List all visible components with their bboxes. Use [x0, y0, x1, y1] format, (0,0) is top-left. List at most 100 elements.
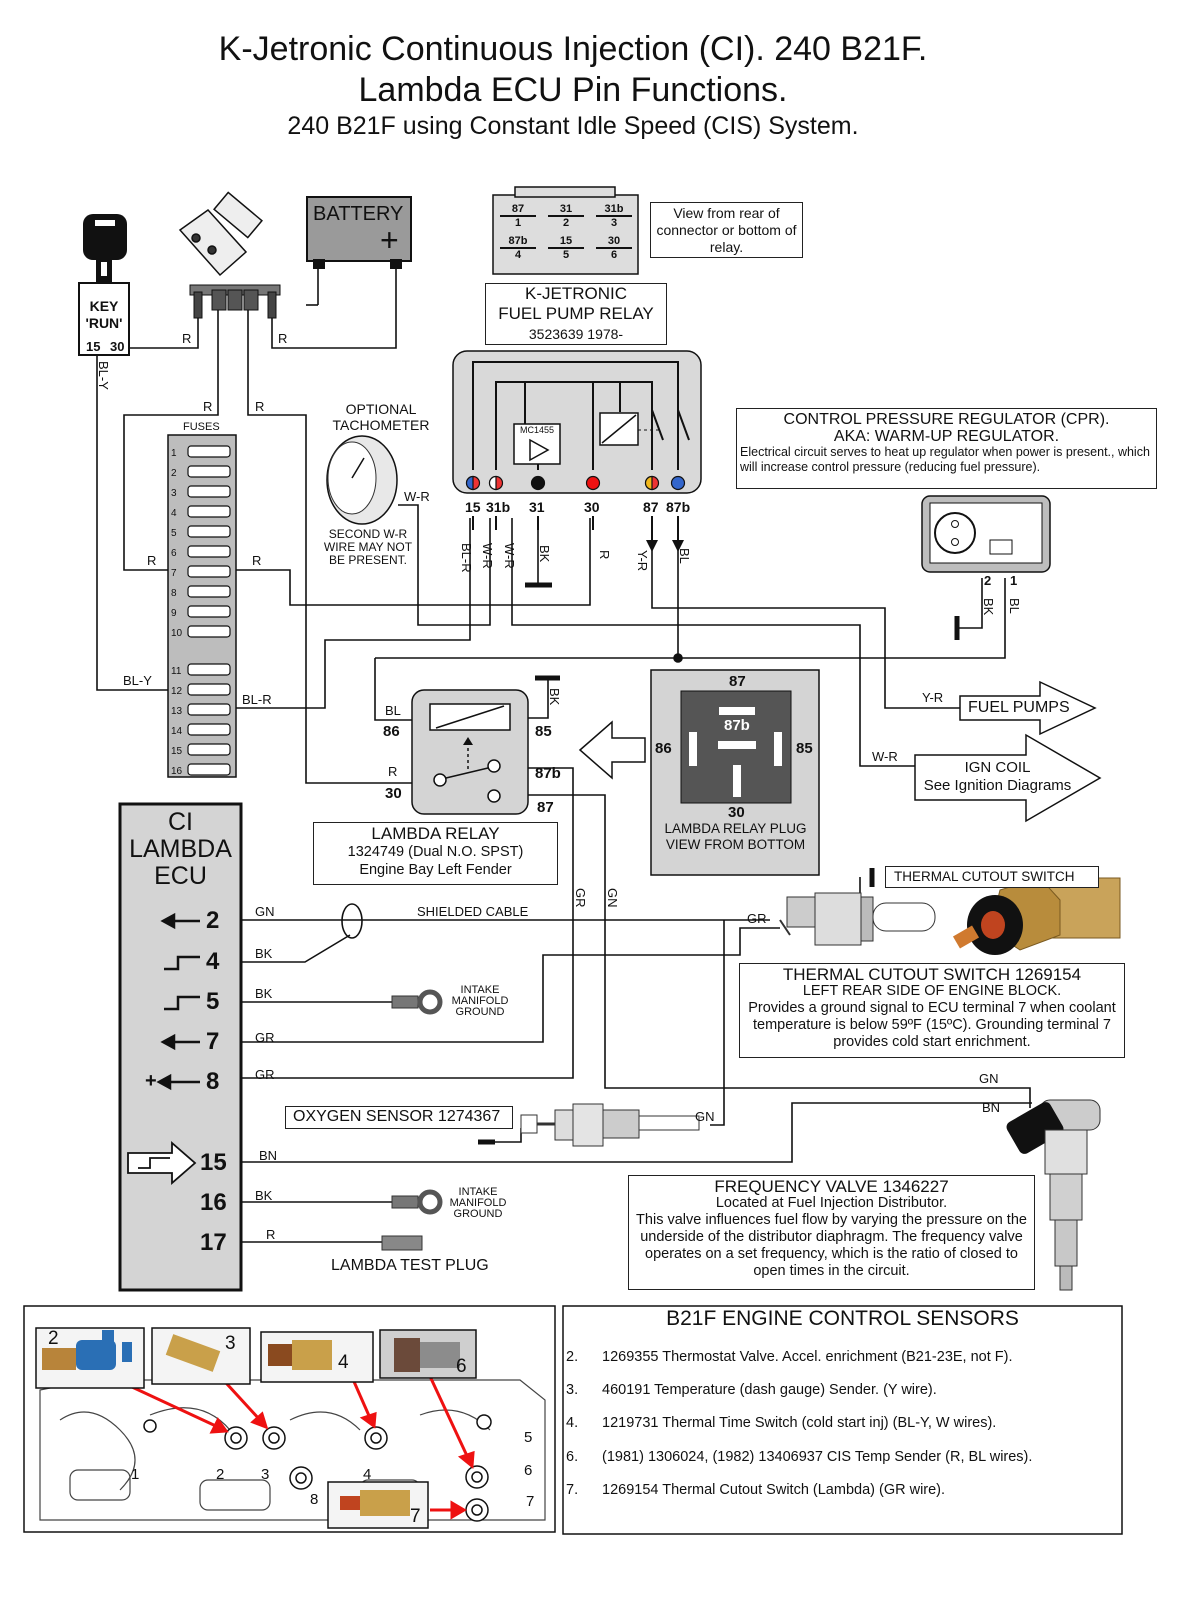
engine-location-1: 1 [131, 1466, 140, 1483]
battery-icon [306, 196, 412, 269]
ground-lug-icon [391, 989, 443, 1215]
sensor-photo-7 [327, 1481, 429, 1529]
oxygen-sensor-label: OXYGEN SENSOR 1274367 [285, 1106, 513, 1129]
oxygen-sensor-icon [520, 1103, 700, 1147]
photo-label-3: 3 [225, 1333, 236, 1354]
wire-label-w-r: W-R [872, 749, 898, 764]
wire-label-r: R [182, 331, 192, 346]
fuse-number: 4 [171, 508, 177, 519]
cpr-pin-2: 2 [984, 573, 992, 588]
wire-label-w-r: W-R [480, 543, 495, 569]
ecu-title: CI LAMBDA ECU [120, 809, 241, 890]
ecu-pin-2: 2 [206, 907, 220, 934]
wire-label-bk: BK [537, 545, 552, 563]
wire-label-gn: GN [605, 888, 620, 908]
fpr-terminal-31: 31 [529, 499, 545, 515]
wire-label-r: R [252, 553, 262, 568]
cpr-desc: Electrical circuit serves to heat up reg… [740, 445, 1150, 474]
fpr-line2: FUEL PUMP RELAY [498, 304, 654, 323]
fpr-terminal-15: 15 [465, 499, 481, 515]
sensor-text: 460191 Temperature (dash gauge) Sender. … [602, 1382, 937, 1398]
fuse-number: 5 [171, 528, 177, 539]
key-label: KEY 'RUN' [79, 298, 129, 332]
sensor-photo-2 [35, 1327, 145, 1389]
lambda-test-plug-label: LAMBDA TEST PLUG [331, 1257, 489, 1274]
engine-location-4: 4 [363, 1466, 372, 1483]
wire-label-y-r: Y-R [635, 550, 650, 572]
lambda-relay-loc: Engine Bay Left Fender [359, 862, 512, 878]
wire-label-bl-y: BL-Y [96, 361, 111, 390]
sensor-text: 1219731 Thermal Time Switch (cold start … [602, 1415, 997, 1431]
wire-label-gn: GN [979, 1071, 999, 1086]
chip-label: MC1455 [520, 425, 555, 435]
photo-label-6: 6 [456, 1356, 467, 1377]
thermal-switch-label: THERMAL CUTOUT SWITCH 1269154 LEFT REAR … [739, 963, 1125, 1058]
thermal-switch-photo [952, 877, 1121, 955]
sensor-num: 6. [566, 1449, 579, 1465]
wire-label-bl-r: BL-R [242, 692, 272, 707]
frequency-valve-label: FREQUENCY VALVE 1346227 Located at Fuel … [628, 1175, 1035, 1290]
fuse-number: 3 [171, 488, 177, 499]
key-terminal-15: 15 [86, 339, 101, 354]
plug-pin-87: 87 [729, 673, 746, 690]
page-subtitle: Lambda ECU Pin Functions. [358, 71, 788, 109]
fpr-terminal-31b: 31b [486, 499, 511, 515]
wire-label-w-r: W-R [404, 489, 430, 504]
engine-location-8: 8 [310, 1491, 319, 1508]
wire-label-bl: BL [677, 548, 692, 564]
fuse-number: 14 [171, 726, 183, 737]
ecu-title-3: ECU [154, 862, 207, 890]
ground-l2: MANIFOLD [451, 995, 509, 1007]
ecu-pin-7: 7 [206, 1028, 220, 1055]
fuse-numbers: 1 2 3 4 5 6 7 8 9 10 [171, 444, 182, 644]
sensor-photo-6 [379, 1329, 477, 1379]
cpr-pin-1: 1 [1010, 573, 1018, 588]
fuses-label: FUSES [183, 421, 220, 433]
engine-location-6: 6 [524, 1462, 533, 1479]
fuel-pump-relay-label: K-JETRONIC FUEL PUMP RELAY 3523639 1978- [485, 283, 667, 345]
fuse-numbers-2: 11 12 13 14 15 16 [171, 662, 182, 782]
sensor-photo-3 [151, 1327, 251, 1385]
plug-view-caption: LAMBDA RELAY PLUG VIEW FROM BOTTOM [664, 821, 807, 852]
freq-valve-desc: This valve influences fuel flow by varyi… [636, 1212, 1027, 1279]
ign-coil-label: IGN COIL See Ignition Diagrams [915, 759, 1080, 795]
ign-coil-note: See Ignition Diagrams [923, 777, 1072, 794]
sensor-num: 4. [566, 1415, 579, 1431]
engine-location-2: 2 [216, 1466, 225, 1483]
fuse-holder-icon [178, 191, 263, 277]
plug-pin-87b: 87b [724, 717, 750, 734]
lr-pin-30: 30 [385, 785, 402, 802]
sensor-text: (1981) 1306024, (1982) 13406937 CIS Temp… [602, 1449, 1033, 1465]
fpr-terminal-30: 30 [584, 499, 600, 515]
page-title: K-Jetronic Continuous Injection (CI). 24… [218, 30, 928, 68]
plug-pin-85: 85 [796, 740, 813, 757]
lambda-relay-title: LAMBDA RELAY [371, 824, 500, 843]
sensor-num: 7. [566, 1482, 579, 1498]
wire-label-gr: GR [255, 1030, 275, 1045]
fuse-number: 1 [171, 448, 177, 459]
fuel-pumps-label: FUEL PUMPS [968, 699, 1070, 716]
wire-label-bk: BK [981, 598, 996, 616]
engine-location-7: 7 [526, 1493, 535, 1510]
fpr-line1: K-JETRONIC [525, 284, 627, 303]
wire-label-bl-y: BL-Y [123, 673, 152, 688]
fuse-number: 6 [171, 548, 177, 559]
wire-label-bl: BL [1007, 598, 1022, 614]
key-label-1: KEY [89, 298, 119, 314]
connector-icon [189, 284, 281, 319]
sensor-text: 1269355 Thermostat Valve. Accel. enrichm… [602, 1349, 1013, 1365]
sensor-text: 1269154 Thermal Cutout Switch (Lambda) (… [602, 1482, 946, 1498]
wire-label-r: R [255, 399, 265, 414]
ign-coil-title: IGN COIL [964, 759, 1031, 776]
lr-pin-87: 87 [537, 799, 554, 816]
tachometer-note: SECOND W-R WIRE MAY NOT BE PRESENT. [323, 527, 413, 567]
fpr-terminal-87b: 87b [666, 499, 691, 515]
photo-label-2: 2 [48, 1328, 59, 1349]
ground-l1: INTAKE [460, 984, 500, 996]
fuse-number: 8 [171, 588, 177, 599]
page-subtitle-2: 240 B21F using Constant Idle Speed (CIS)… [287, 112, 859, 140]
